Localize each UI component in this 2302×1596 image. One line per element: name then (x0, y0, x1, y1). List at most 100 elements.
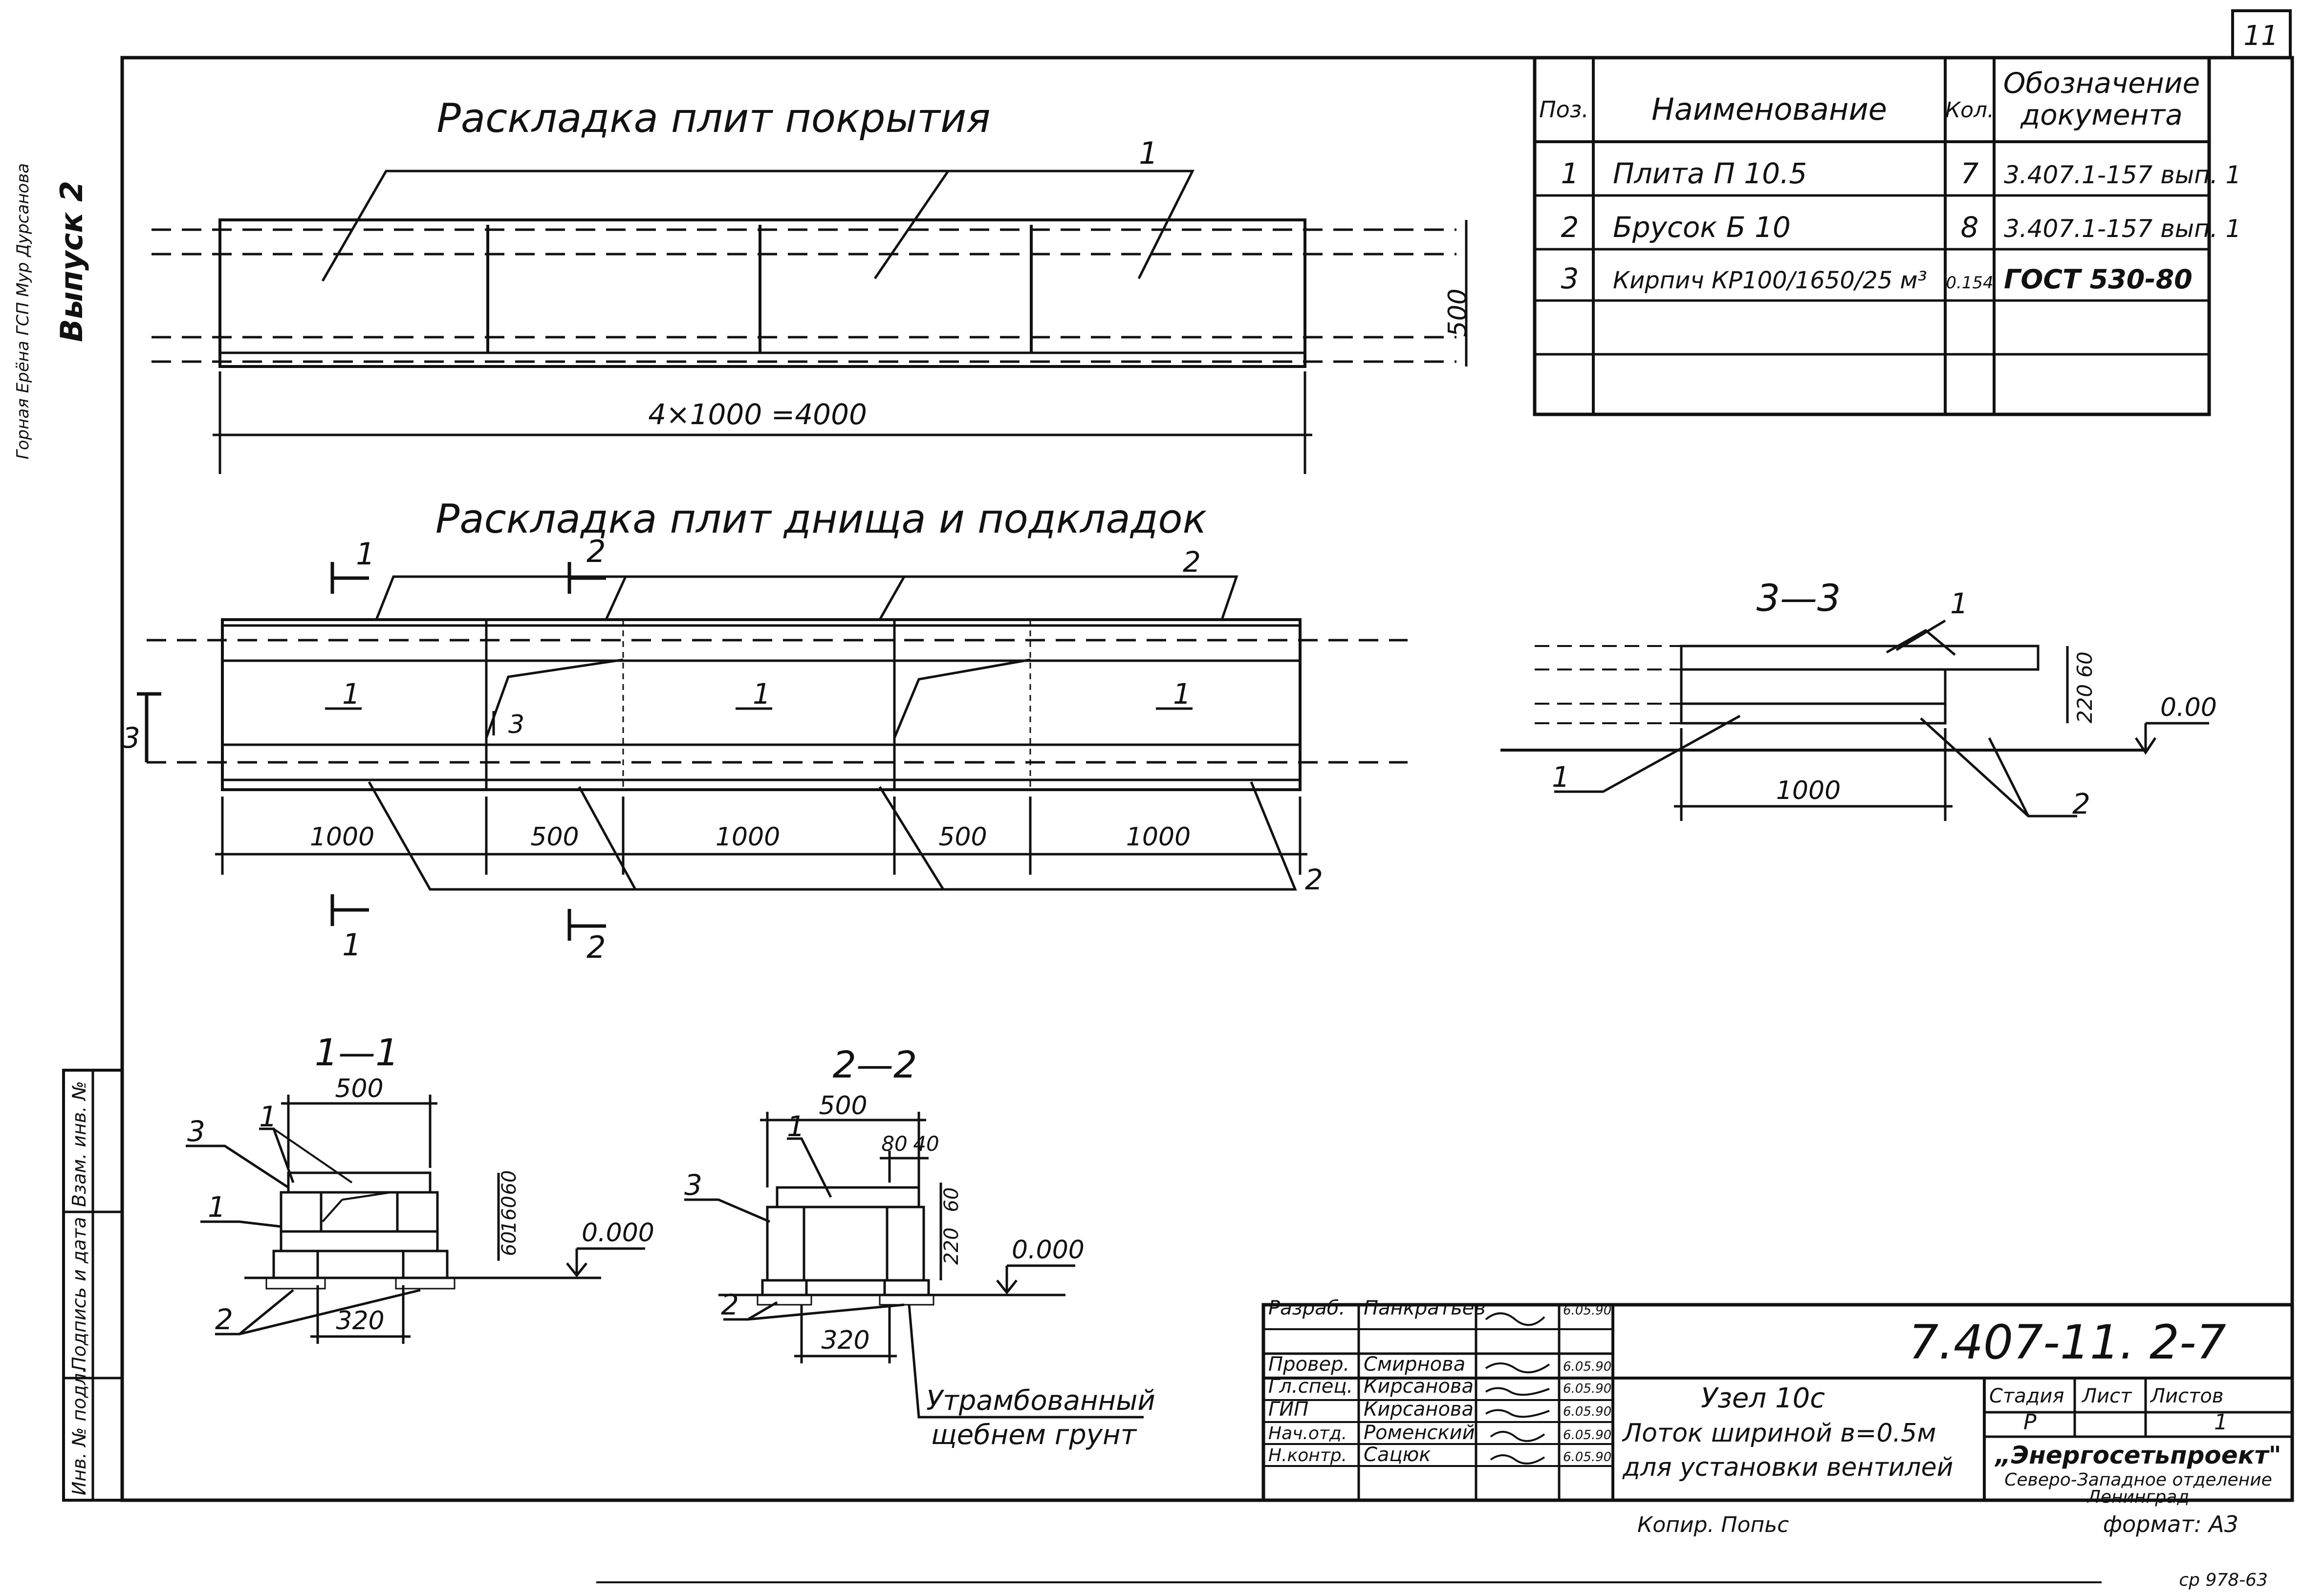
s33-length: 1000 (1776, 776, 1841, 805)
tb-name-3: Кирсанова (1364, 1375, 1474, 1398)
s22-note-2: щебнем грунт (931, 1419, 1137, 1451)
top-bar-hatch (221, 624, 1302, 662)
side-note: Горная Ерёна ГСП Мур Дурсанова (13, 163, 33, 459)
section-mark-1-top: 1 (356, 536, 375, 572)
cover-leader-label: 1 (1139, 135, 1158, 171)
slab-label-2: 1 (753, 677, 771, 711)
s22-offset-40: 40 (913, 1132, 939, 1156)
s11-height-60a: 60 (498, 1170, 521, 1195)
section-2-2-title: 2—2 (833, 1043, 917, 1086)
spec-row-3-qty: 0.154 (1946, 273, 1993, 293)
s11-level: 0.000 (582, 1218, 654, 1248)
footnote: ср 978-63 (2179, 1570, 2268, 1590)
s22-label-3: 3 (684, 1168, 702, 1202)
slab-label-1: 1 (342, 677, 360, 711)
tb-role-5: Нач.отд. (1268, 1423, 1347, 1444)
tb-role-4: ГИП (1268, 1398, 1308, 1421)
tb-sheets-header: Листов (2150, 1385, 2223, 1407)
section-3-3-title: 3—3 (1757, 576, 1841, 620)
spec-row-2-doc: 3.407.1-157 вып. 1 (2004, 215, 2241, 243)
s11-label-3: 3 (187, 1115, 205, 1148)
s33-label-right: 2 (2072, 787, 2090, 820)
cover-width-dim: 500 (1443, 288, 1473, 337)
spec-row-1-pos: 1 (1561, 157, 1579, 190)
cover-length-dim: 4×1000 =4000 (648, 398, 867, 431)
section-mark-3-inner: 3 (508, 710, 524, 739)
tb-stage-header: Стадия (1989, 1385, 2064, 1407)
spec-header-pos: Поз. (1539, 96, 1589, 123)
section-2-2: 2—2 500 80 40 3 1 2 60 220 0.000 32 (684, 1043, 1155, 1451)
s22-offset-80: 80 (881, 1132, 907, 1156)
spec-row-3-name: Кирпич КР100/1650/25 м³ (1613, 267, 1927, 294)
series-label: Выпуск 2 (54, 181, 89, 342)
section-mark-2-top: 2 (586, 534, 606, 569)
cover-layout-plan: Раскладка плит покрытия 1 500 4×1000 =40… (152, 95, 1473, 474)
spec-header-doc-1: Обозначение (2003, 66, 2200, 100)
tb-role-3: Гл.спец. (1268, 1375, 1353, 1398)
bottom-leader-label: 2 (1305, 863, 1323, 896)
s11-label-2: 2 (215, 1303, 233, 1336)
format-label: формат: А3 (2103, 1511, 2238, 1537)
tb-date-5: 6.05.90 (1563, 1428, 1611, 1443)
spec-header-name: Наименование (1651, 91, 1887, 127)
tb-date-6: 6.05.90 (1563, 1450, 1611, 1465)
dim-500-b: 500 (938, 822, 987, 852)
tb-name-4: Кирсанова (1364, 1398, 1474, 1421)
section-mark-2-bottom: 2 (586, 929, 606, 965)
s33-height-220: 220 (2073, 684, 2097, 723)
s22-note-1: Утрамбованный (926, 1385, 1155, 1417)
s33-height-60: 60 (2073, 651, 2097, 677)
s33-label-left: 1 (1552, 760, 1570, 794)
tb-name-1: Панкратьев (1364, 1297, 1486, 1319)
tb-sheet-header: Лист (2081, 1385, 2132, 1407)
tb-signatures (1485, 1312, 1550, 1465)
section-3-3: 3—3 1 60 220 0.00 1000 1 2 (1500, 576, 2217, 821)
margin-stamp: Инв. № подл. Подпись и дата Взам. инв. № (62, 1069, 124, 1502)
s22-width: 500 (819, 1091, 867, 1121)
stamp-sign-label: Подпись и дата (68, 1217, 90, 1371)
dim-500-a: 500 (530, 822, 579, 852)
title-block: Разраб. Провер. Гл.спец. ГИП Нач.отд. Н.… (1261, 1297, 2294, 1507)
sheet-frame (120, 56, 2294, 1502)
tb-desc-3: для установки вентилей (1622, 1453, 1953, 1482)
spec-row-2-qty: 8 (1961, 211, 1979, 244)
s33-label-top: 1 (1950, 587, 1968, 620)
tb-org-2: Северо-Западное отделение (2004, 1470, 2272, 1490)
bottom-layout-title: Раскладка плит днища и подкладок (435, 496, 1207, 542)
s22-label-2: 2 (721, 1288, 739, 1321)
spec-header-doc-2: документа (2020, 98, 2183, 131)
dim-1000-a: 1000 (310, 822, 374, 852)
s22-gap: 320 (821, 1326, 869, 1355)
s11-height-160: 160 (498, 1196, 521, 1233)
tb-stage-value: Р (2023, 1410, 2037, 1435)
spec-row-1-name: Плита П 10.5 (1613, 157, 1807, 190)
s11-label-1a: 1 (259, 1100, 277, 1133)
tb-date-2: 6.05.90 (1563, 1359, 1611, 1374)
slab-label-3: 1 (1173, 677, 1191, 711)
spec-row-1-qty: 7 (1961, 157, 1979, 190)
spec-row-2-name: Брусок Б 10 (1613, 211, 1791, 244)
tb-role-6: Н.контр. (1268, 1445, 1347, 1466)
tb-date-3: 6.05.90 (1563, 1381, 1611, 1396)
tb-name-6: Сацюк (1364, 1444, 1431, 1466)
tb-org-1: „Энергосетьпроект" (1994, 1441, 2281, 1469)
spec-table: Поз. Наименование Кол. Обозначение докум… (1533, 56, 2241, 416)
section-mark-1-bottom: 1 (342, 927, 361, 963)
section-mark-3-left: 3 (122, 721, 140, 755)
bottom-layout-plan: Раскладка плит днища и подкладок 2 2 1 1… (122, 496, 1408, 965)
cover-layout-title: Раскладка плит покрытия (436, 95, 990, 142)
spec-row-1-doc: 3.407.1-157 вып. 1 (2004, 161, 2241, 189)
tb-code: 7.407-11. 2-7 (1909, 1315, 2226, 1370)
tb-date-4: 6.05.90 (1563, 1404, 1611, 1419)
top-leader-label: 2 (1183, 545, 1201, 579)
tb-date-1: 6.05.90 (1563, 1303, 1611, 1318)
s11-height-60b: 60 (498, 1231, 521, 1256)
tb-desc-2: Лоток шириной в=0.5м (1622, 1419, 1936, 1448)
tb-desc-1: Узел 10с (1701, 1382, 1825, 1414)
tb-role-2: Провер. (1268, 1353, 1349, 1376)
spec-row-3-pos: 3 (1561, 262, 1579, 295)
s22-label-1: 1 (787, 1110, 805, 1143)
sheet-number-box (2231, 9, 2292, 59)
s11-label-1b: 1 (208, 1190, 226, 1224)
dim-1000-c: 1000 (1126, 822, 1191, 852)
